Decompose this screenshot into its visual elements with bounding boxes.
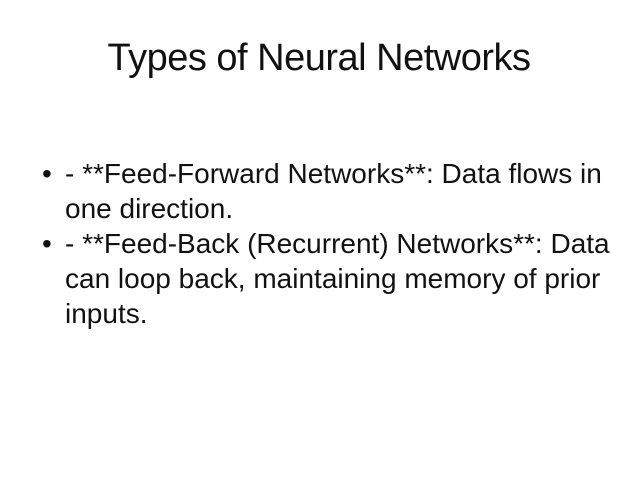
bullet-list: • - **Feed-Forward Networks**: Data flow… <box>42 156 625 331</box>
bullet-text: - **Feed-Forward Networks**: Data flows … <box>65 158 602 224</box>
bullet-marker-icon: • <box>42 228 52 259</box>
bullet-item: • - **Feed-Forward Networks**: Data flow… <box>42 156 625 226</box>
bullet-item: • - **Feed-Back (Recurrent) Networks**: … <box>42 226 625 331</box>
slide-title: Types of Neural Networks <box>107 37 531 79</box>
bullet-text: - **Feed-Back (Recurrent) Networks**: Da… <box>65 228 610 329</box>
bullet-marker-icon: • <box>42 158 52 189</box>
